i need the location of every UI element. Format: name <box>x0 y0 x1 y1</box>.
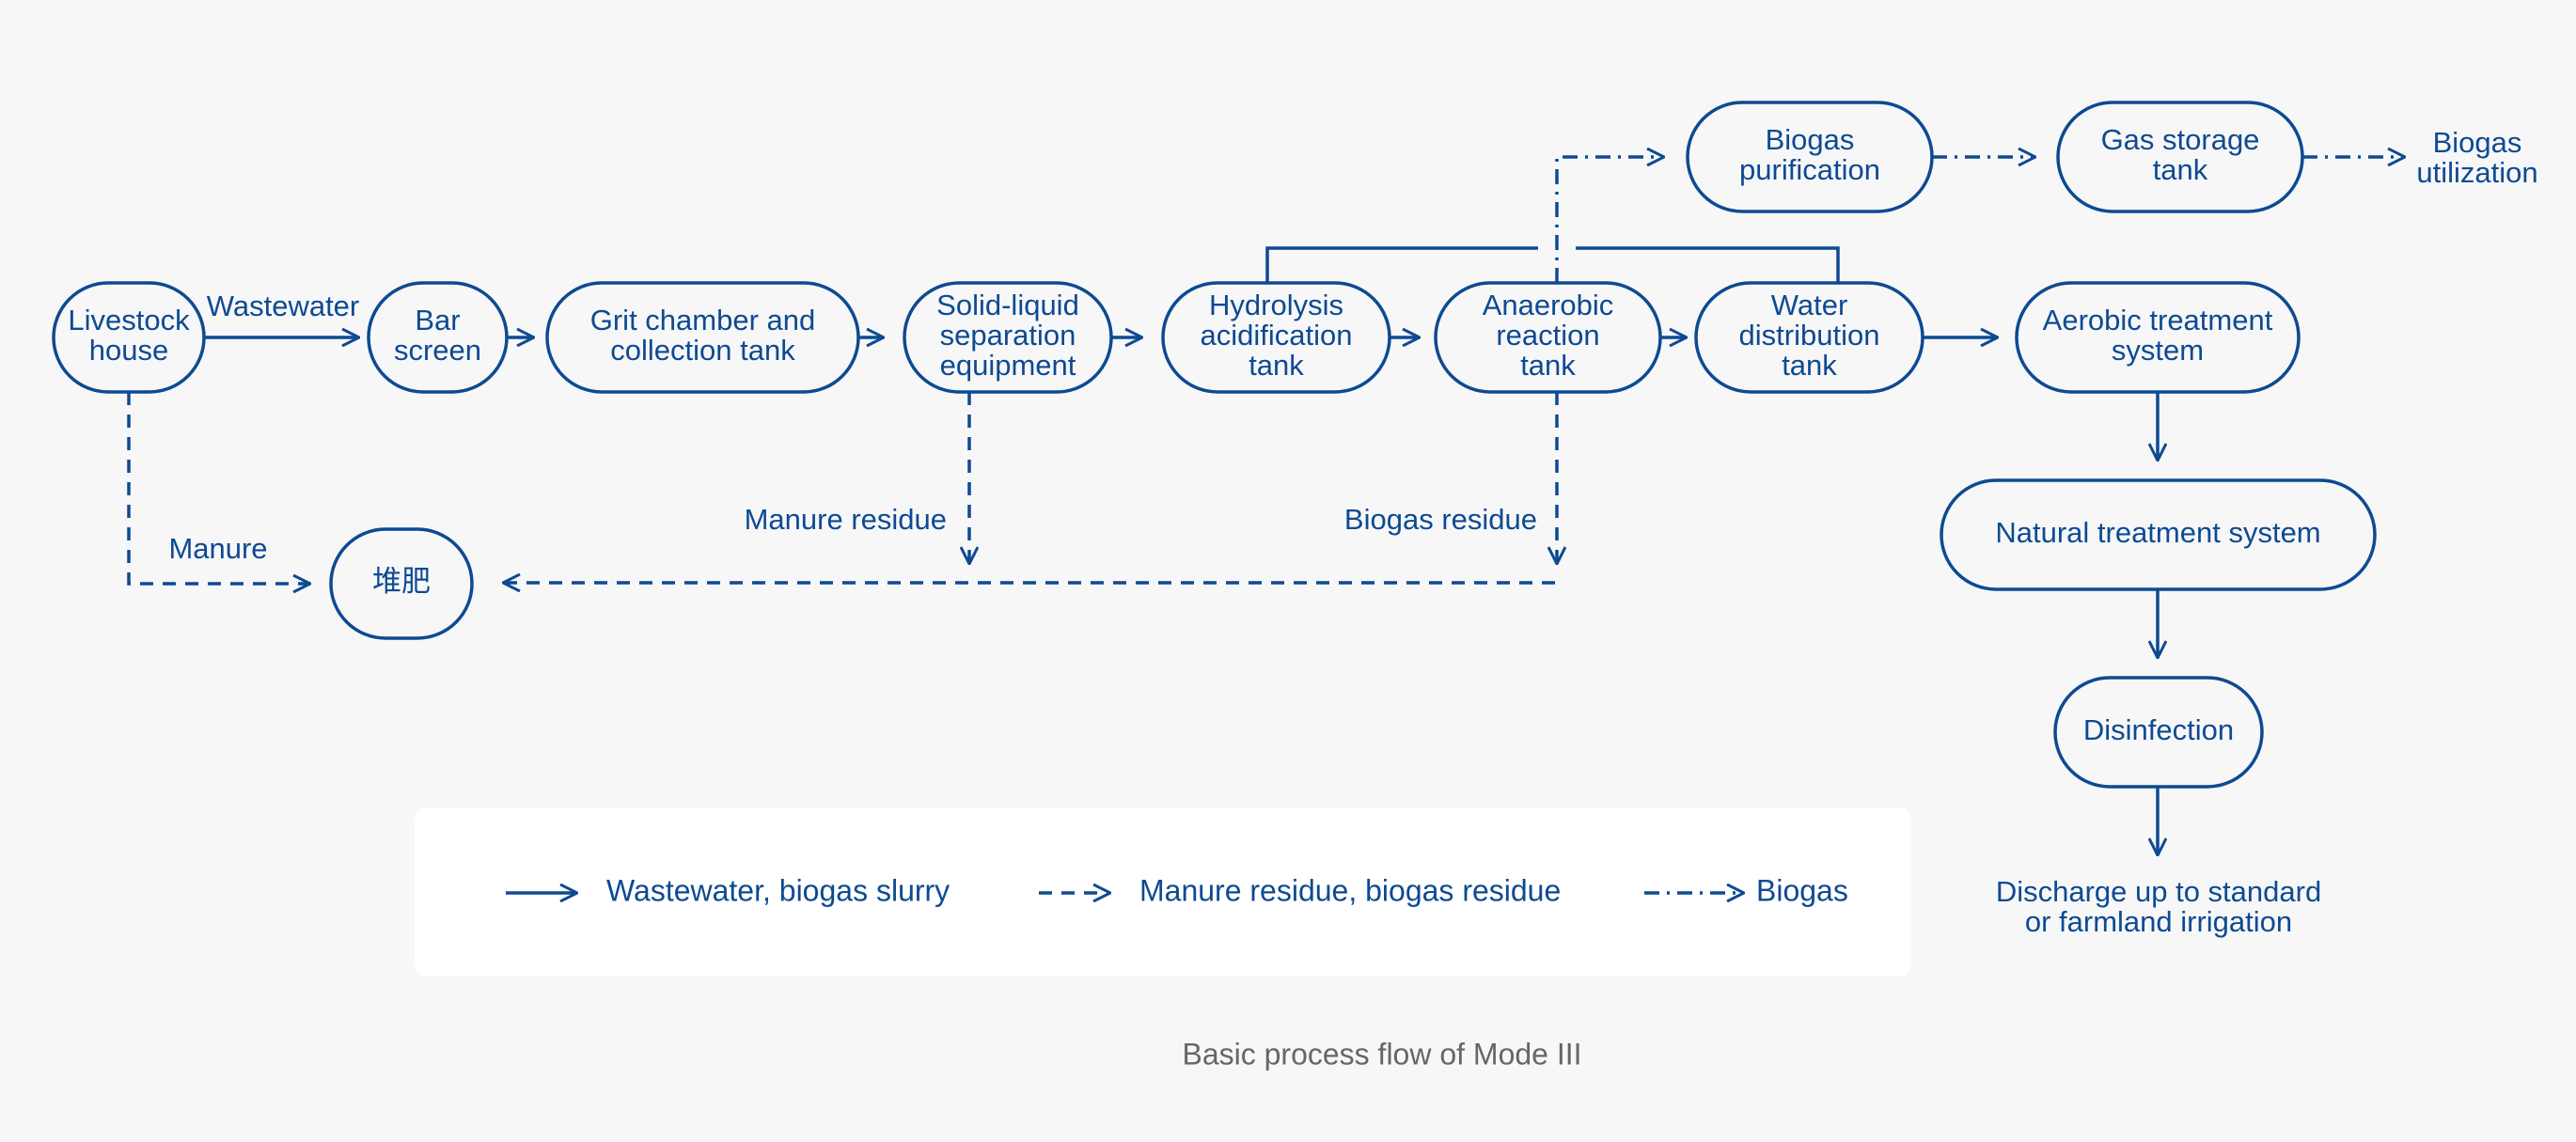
legend-panel: Wastewater, biogas slurry Manure residue,… <box>415 807 1911 977</box>
biogas-residue-edge-label: Biogas residue <box>1344 503 1537 536</box>
edge-manure-to-compost <box>127 392 310 584</box>
compost-node: 堆肥 <box>329 527 474 640</box>
natural-treatment-label: Natural treatment system <box>1995 516 2320 549</box>
natural-treatment-node: Natural treatment system <box>1940 478 2377 591</box>
edge-anaerobic-to-purification <box>1555 157 1664 283</box>
diagram-caption: Basic process flow of Mode III <box>1182 1037 1581 1071</box>
manure-edge-label: Manure <box>168 532 267 565</box>
legend-biogas-label: Biogas <box>1756 873 1848 907</box>
disinfection-node: Disinfection <box>2053 676 2264 789</box>
legend-manure-residue-label: Manure residue, biogas residue <box>1139 873 1561 907</box>
wastewater-edge-label: Wastewater <box>207 289 360 322</box>
disinfection-label: Disinfection <box>2083 713 2234 746</box>
recirculation-line-left <box>1265 246 1538 283</box>
legend-wastewater-label: Wastewater, biogas slurry <box>606 873 950 907</box>
legend-biogas-item: Biogas <box>1644 873 1848 907</box>
recirculation-line-right <box>1576 246 1840 283</box>
compost-label: 堆肥 <box>372 565 431 598</box>
legend-wastewater-item: Wastewater, biogas slurry <box>506 873 950 907</box>
manure-residue-edge-label: Manure residue <box>745 503 947 536</box>
legend-manure-residue-item: Manure residue, biogas residue <box>1039 873 1561 907</box>
